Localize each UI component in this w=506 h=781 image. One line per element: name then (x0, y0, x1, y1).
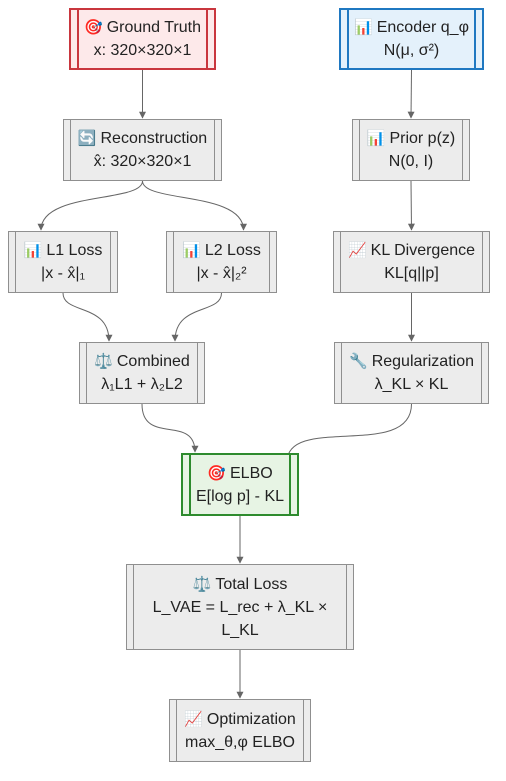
node-title: Combined (116, 353, 190, 370)
total-loss-node: ⚖️Total Loss L_VAE = L_rec + λ_KL × L_KL (126, 564, 354, 650)
node-title: Regularization (371, 353, 474, 370)
node-title: Optimization (206, 710, 296, 728)
edge-encoder-to-prior (407, 69, 415, 119)
combined-node: ⚖️Combined λ₁L1 + λ₂L2 (79, 342, 205, 404)
node-subtitle: λ₁L1 + λ₂L2 (101, 376, 183, 393)
edge-l2-loss-to-combined (171, 292, 222, 342)
reconstruction-node: 🔄Reconstruction x̂: 320×320×1 (63, 119, 222, 181)
edge-prior-to-kl-divergence (407, 180, 415, 231)
node-subtitle: KL[q||p] (384, 265, 439, 282)
node-title: KL Divergence (370, 242, 476, 259)
bar-chart-icon: 📊 (354, 18, 373, 36)
balance-scale-icon: ⚖️ (192, 574, 212, 593)
node-subtitle: max_θ,φ ELBO (185, 733, 295, 751)
node-subtitle: L_VAE = L_rec + λ_KL × L_KL (152, 598, 328, 639)
prior-node: 📊Prior p(z) N(0, I) (352, 119, 470, 181)
node-title: L2 Loss (204, 242, 261, 259)
edge-reconstruction-to-l1-loss (37, 180, 143, 231)
node-subtitle: N(μ, σ²) (383, 42, 440, 59)
edge-regularization-to-elbo (283, 403, 412, 463)
wrench-icon: 🔧 (349, 352, 368, 370)
regularization-node: 🔧Regularization λ_KL × KL (334, 342, 489, 404)
l2-loss-node: 📊L2 Loss |x - x̂|₂² (166, 231, 277, 293)
node-title: Encoder q_φ (376, 19, 469, 36)
kl-divergence-node: 📈KL Divergence KL[q||p] (333, 231, 490, 293)
target-icon: 🎯 (207, 463, 226, 482)
edge-combined-to-elbo (141, 403, 199, 453)
encoder-node: 📊Encoder q_φ N(μ, σ²) (339, 8, 484, 70)
node-title: Reconstruction (100, 130, 208, 147)
bar-chart-icon: 📊 (182, 241, 201, 259)
edge-reconstruction-to-l2-loss (142, 180, 247, 231)
node-title: ELBO (230, 464, 273, 482)
node-subtitle: x: 320×320×1 (93, 42, 192, 59)
optimization-node: 📈Optimization max_θ,φ ELBO (169, 699, 311, 762)
node-subtitle: E[log p] - KL (195, 487, 285, 505)
node-subtitle: λ_KL × KL (374, 376, 449, 393)
edge-l1-loss-to-combined (62, 292, 113, 342)
line-chart-icon: 📈 (184, 709, 203, 728)
node-subtitle: |x - x̂|₁ (41, 265, 85, 282)
target-icon: 🎯 (84, 18, 103, 36)
l1-loss-node: 📊L1 Loss |x - x̂|₁ (8, 231, 118, 293)
node-title: Total Loss (215, 575, 288, 593)
line-chart-icon: 📈 (347, 241, 367, 259)
ground-truth-node: 🎯Ground Truth x: 320×320×1 (69, 8, 216, 70)
balance-scale-icon: ⚖️ (94, 352, 113, 370)
node-subtitle: x̂: 320×320×1 (93, 153, 192, 170)
refresh-icon: 🔄 (77, 129, 97, 147)
node-title: Prior p(z) (389, 130, 456, 147)
elbo-node: 🎯ELBO E[log p] - KL (181, 453, 299, 516)
bar-chart-icon: 📊 (23, 241, 43, 259)
node-title: Ground Truth (106, 19, 201, 36)
bar-chart-icon: 📊 (366, 129, 386, 147)
node-subtitle: |x - x̂|₂² (196, 265, 247, 282)
node-subtitle: N(0, I) (388, 153, 434, 170)
node-title: L1 Loss (46, 242, 103, 259)
